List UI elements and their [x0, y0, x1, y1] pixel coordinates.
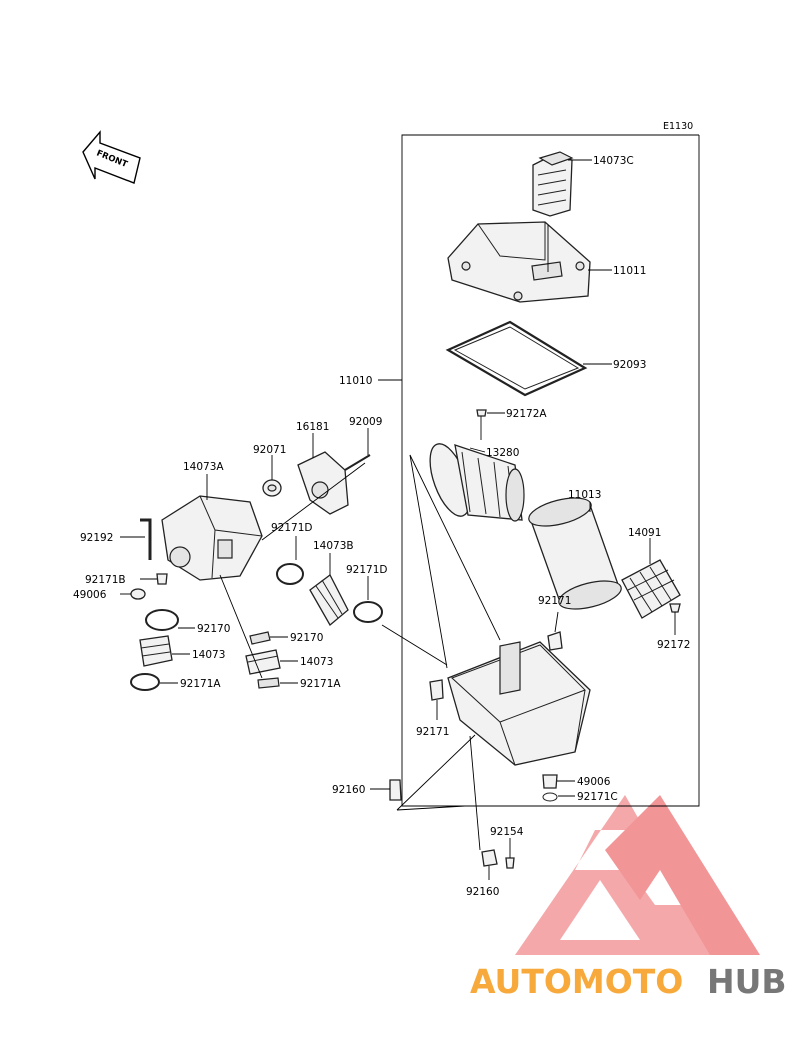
duct-14073c-icon [532, 151, 574, 217]
part-label[interactable]: 92171A [300, 678, 341, 690]
screw-92172-icon [669, 603, 681, 613]
diagram-code: E1130 [663, 121, 693, 132]
air-filter-icon [528, 497, 622, 610]
clamp-92171b-icon [156, 573, 168, 585]
clamp-92171d-lower-icon [353, 601, 383, 623]
drain-plug-92160-right-icon [481, 849, 498, 867]
part-label[interactable]: 13280 [486, 447, 519, 459]
part-label[interactable]: 92071 [253, 444, 286, 456]
part-label[interactable]: 92171C [577, 791, 618, 803]
hose-92192-icon [140, 518, 152, 560]
grommet-92071-icon [262, 479, 282, 497]
part-label[interactable]: 49006 [73, 589, 107, 601]
part-label[interactable]: 92170 [197, 623, 230, 635]
clamp-92170-right-icon [249, 631, 271, 645]
part-label[interactable]: 14091 [628, 527, 661, 539]
airbox-cover-icon [447, 221, 591, 303]
screw-92172a-icon [476, 409, 487, 440]
clamp-92171d-upper-icon [276, 563, 304, 585]
screw-92154-icon [505, 857, 515, 869]
screw-92009-icon [344, 454, 371, 471]
boot-14073b-icon [309, 574, 349, 626]
part-label[interactable]: 92160 [466, 886, 499, 898]
part-label[interactable]: 11013 [568, 489, 601, 501]
part-label[interactable]: 92171B [85, 574, 126, 586]
part-label[interactable]: 92171 [416, 726, 449, 738]
watermark-brand-part-2: HUB [707, 962, 787, 1001]
part-label[interactable]: 92171D [271, 522, 313, 534]
gasket-icon [445, 320, 588, 397]
airbox-housing-icon [447, 641, 591, 766]
clamp-92170-left-icon [145, 609, 179, 631]
part-label[interactable]: 92160 [332, 784, 365, 796]
part-label[interactable]: 49006 [577, 776, 611, 788]
clip-92171-upper-icon [547, 631, 563, 651]
part-label[interactable]: 92171A [180, 678, 221, 690]
part-label[interactable]: 14073 [192, 649, 225, 661]
part-label[interactable]: 92171 [538, 595, 571, 607]
clamp-92171a-left-icon [130, 673, 160, 691]
watermark-brand-part-1: AUTOMOTO [470, 962, 683, 1001]
cap-49006-right-icon [542, 774, 558, 789]
intake-box-icon [161, 495, 263, 581]
spark-arrestor-screen-icon [621, 559, 681, 619]
part-label[interactable]: 11011 [613, 265, 646, 277]
part-label[interactable]: 92009 [349, 416, 382, 428]
part-labels: 14073C 11011 92093 92172A 13280 11013 14… [73, 155, 690, 898]
part-label[interactable]: 92093 [613, 359, 646, 371]
clip-92171-lower-icon [429, 679, 444, 701]
part-label[interactable]: 92171D [346, 564, 388, 576]
front-arrow-icon: FRONT [82, 130, 141, 184]
drain-plug-92160-left-icon [389, 779, 402, 801]
boot-14073-left-icon [139, 635, 173, 667]
clamp-92171a-right-icon [257, 677, 280, 689]
part-label[interactable]: 92172A [506, 408, 547, 420]
part-label[interactable]: 92172 [657, 639, 690, 651]
part-label[interactable]: 14073A [183, 461, 224, 473]
assembly-label: 11010 [339, 375, 372, 387]
clamp-92171c-icon [542, 792, 558, 802]
part-label[interactable]: 92154 [490, 826, 524, 838]
part-label[interactable]: 16181 [296, 421, 329, 433]
part-label[interactable]: 14073 [300, 656, 333, 668]
watermark-logo [515, 795, 760, 955]
part-label[interactable]: 92170 [290, 632, 323, 644]
part-label[interactable]: 14073B [313, 540, 354, 552]
cap-49006-left-icon [130, 588, 146, 600]
assembly-bracket [401, 134, 700, 807]
boot-14073-right-icon [245, 649, 281, 675]
part-label[interactable]: 14073C [593, 155, 634, 167]
valve-16181-icon [297, 451, 349, 515]
part-label[interactable]: 92192 [80, 532, 113, 544]
filter-cage-icon [429, 443, 525, 522]
